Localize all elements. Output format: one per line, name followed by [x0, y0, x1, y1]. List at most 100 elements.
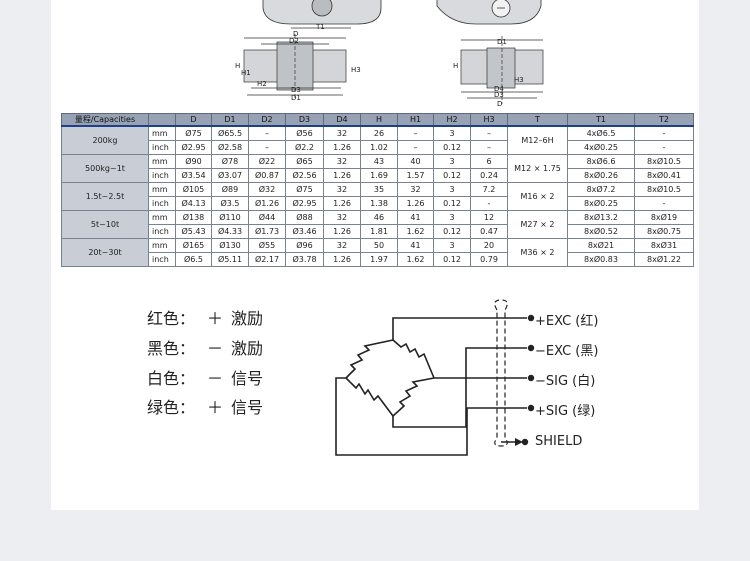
value-cell-d3: Ø75	[285, 182, 324, 197]
header-t2: T2	[634, 113, 694, 127]
value-cell-d1: Ø78	[211, 154, 249, 169]
resistor-bottom-left	[345, 377, 394, 417]
capacity-cell: 200kg	[61, 125, 149, 155]
terminal-shield-dot	[521, 438, 529, 446]
value-cell-t2: 8xØ0.75	[634, 224, 694, 239]
terminal-exc-plus-label: +EXC (红)	[535, 314, 599, 329]
value-cell-d4: 1.26	[323, 168, 361, 183]
label-right-h: H	[453, 62, 458, 70]
value-cell-d2: Ø1.26	[248, 196, 286, 211]
value-cell-d4: 1.26	[323, 224, 361, 239]
value-cell-t1: 8xØ0.26	[567, 168, 635, 183]
legend-meaning: 信号	[231, 398, 264, 417]
value-cell-h3: 0.79	[470, 252, 508, 267]
terminal-sig-plus-dot	[527, 404, 535, 412]
value-cell-h1: 41	[397, 238, 434, 253]
value-cell-d4: 1.26	[323, 140, 361, 155]
value-cell-d3: Ø2.2	[285, 140, 324, 155]
legend-color: 黑色：	[147, 339, 196, 358]
value-cell-d2: Ø44	[248, 210, 286, 225]
bridge-wiring-diagram	[335, 299, 535, 456]
right-top-view	[436, 0, 542, 25]
value-cell-t2: -	[634, 140, 694, 155]
value-cell-h2: 3	[433, 238, 471, 253]
spec-table-header: 量程/Capacities D D1 D2 D3 D4 H H1 H2 H3 T…	[61, 113, 694, 127]
unit-cell: inch	[148, 196, 176, 211]
value-cell-h: 1.02	[360, 140, 398, 155]
value-cell-h2: 3	[433, 210, 471, 225]
value-cell-h3: 12	[470, 210, 508, 225]
value-cell-d1: Ø110	[211, 210, 249, 225]
value-cell-d1: Ø3.5	[211, 196, 249, 211]
legend-meaning: 激励	[231, 309, 264, 328]
label-right-h3: H3	[514, 76, 524, 84]
unit-cell: mm	[148, 210, 176, 225]
label-h1: H1	[241, 69, 251, 77]
legend-sign: －	[207, 369, 224, 388]
wire-sig-plus	[335, 377, 527, 456]
label-right-d3: D3	[494, 91, 504, 99]
content-card: T1 D D2 H H1 H2 H3 D3 D1	[51, 0, 699, 510]
value-cell-t2: -	[634, 196, 694, 211]
label-h: H	[235, 62, 240, 70]
dimension-drawings: T1 D D2 H H1 H2 H3 D3 D1	[51, 0, 699, 108]
value-cell-t2: -	[634, 125, 694, 141]
label-right-d1: D1	[497, 38, 507, 46]
value-cell-h2: 3	[433, 125, 471, 141]
value-cell-d1: Ø65.5	[211, 125, 249, 141]
value-cell-t1: 8xØ0.83	[567, 252, 635, 267]
value-cell-d: Ø75	[175, 125, 212, 141]
value-cell-d1: Ø4.33	[211, 224, 249, 239]
value-cell-h: 1.38	[360, 196, 398, 211]
label-d1: D1	[291, 94, 301, 102]
shield-arrow	[515, 438, 523, 446]
value-cell-d1: Ø3.07	[211, 168, 249, 183]
value-cell-h3: -	[470, 196, 508, 211]
value-cell-h: 50	[360, 238, 398, 253]
value-cell-h1: –	[397, 125, 434, 141]
resistor-top-right	[392, 339, 435, 379]
legend-sign: －	[207, 339, 224, 358]
header-unit	[148, 113, 176, 127]
value-cell-d: Ø2.95	[175, 140, 212, 155]
value-cell-d2: –	[248, 140, 286, 155]
value-cell-d4: 1.26	[323, 252, 361, 267]
value-cell-t1: 8xØ21	[567, 238, 635, 253]
value-cell-h1: 41	[397, 210, 434, 225]
value-cell-h3: 0.47	[470, 224, 508, 239]
value-cell-d: Ø4.13	[175, 196, 212, 211]
value-cell-d3: Ø2.95	[285, 196, 324, 211]
thread-cell: M12 × 1.75	[507, 154, 568, 183]
legend-row-green: 绿色：＋信号	[147, 394, 263, 418]
legend-meaning: 信号	[231, 369, 264, 388]
value-cell-h1: 1.57	[397, 168, 434, 183]
value-cell-t2: 8xØ19	[634, 210, 694, 225]
header-h1: H1	[397, 113, 434, 127]
capacity-cell: 1.5t~2.5t	[61, 182, 149, 211]
value-cell-t1: 8xØ0.25	[567, 196, 635, 211]
header-t1: T1	[567, 113, 635, 127]
value-cell-t1: 8xØ6.6	[567, 154, 635, 169]
value-cell-d2: Ø22	[248, 154, 286, 169]
value-cell-d: Ø105	[175, 182, 212, 197]
legend-color: 绿色：	[147, 398, 196, 417]
value-cell-d3: Ø65	[285, 154, 324, 169]
unit-cell: inch	[148, 140, 176, 155]
value-cell-d4: 32	[323, 182, 361, 197]
header-d3: D3	[285, 113, 324, 127]
header-d: D	[175, 113, 212, 127]
thread-cell: M36 × 2	[507, 238, 568, 267]
value-cell-d2: Ø32	[248, 182, 286, 197]
value-cell-d3: Ø88	[285, 210, 324, 225]
value-cell-d1: Ø89	[211, 182, 249, 197]
terminal-exc-plus-dot	[527, 314, 535, 322]
unit-cell: inch	[148, 224, 176, 239]
value-cell-t2: 8xØ31	[634, 238, 694, 253]
value-cell-h3: 0.24	[470, 168, 508, 183]
value-cell-d3: Ø2.56	[285, 168, 324, 183]
header-d4: D4	[323, 113, 361, 127]
